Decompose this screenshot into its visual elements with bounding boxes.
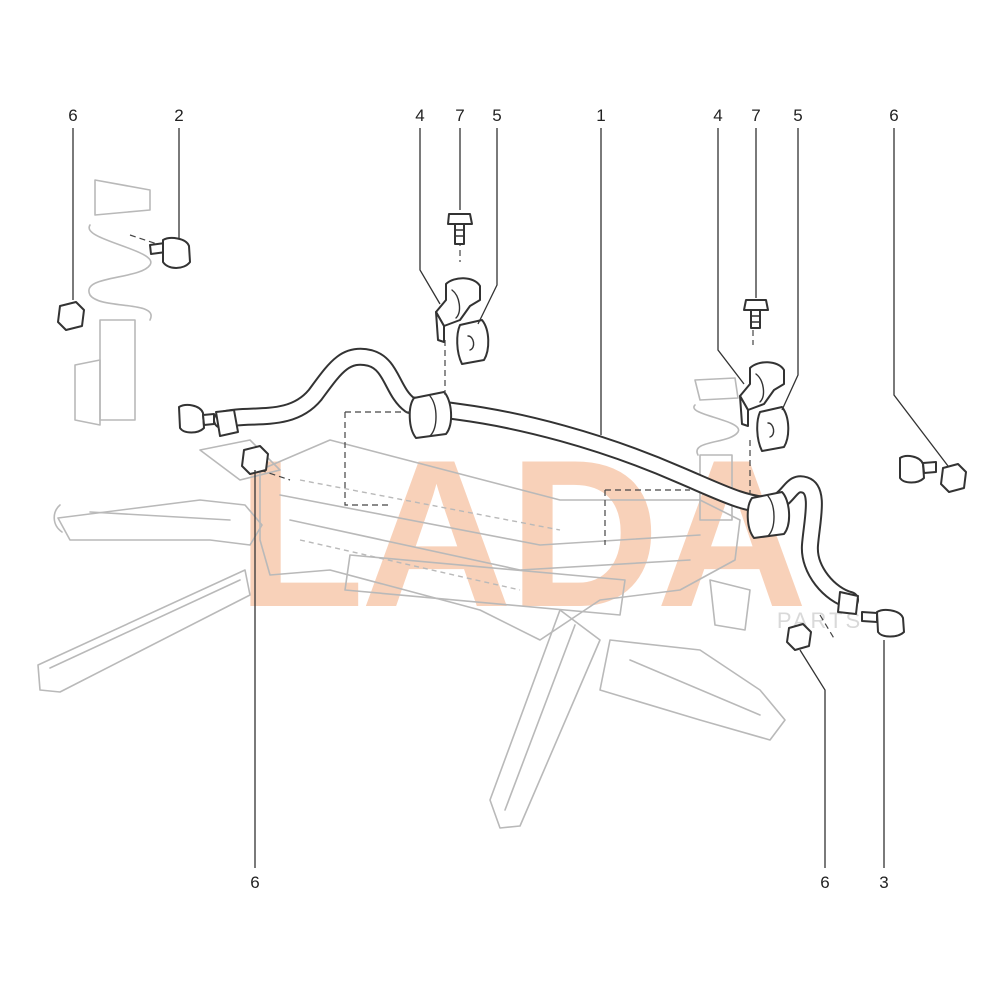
nut-top-right (940, 463, 967, 493)
stabilizer-link-left (149, 237, 215, 434)
ghost-subframe (37, 179, 786, 829)
anti-roll-bar (213, 347, 859, 615)
callout-6-bottom-right: 6 (820, 873, 830, 892)
bar-bushing-left (408, 391, 452, 439)
bolt-right (743, 299, 769, 329)
callout-2: 2 (174, 106, 184, 125)
callout-6-top-right: 6 (889, 106, 899, 125)
nut-bottom-left (241, 445, 269, 475)
callout-5-right: 5 (793, 106, 803, 125)
callout-3: 3 (879, 873, 889, 892)
callout-7-right: 7 (751, 106, 761, 125)
bar-bushing-right (746, 491, 790, 539)
callout-1: 1 (596, 106, 606, 125)
callout-4-left: 4 (415, 106, 425, 125)
callout-7-left: 7 (455, 106, 465, 125)
clamp-bracket-left (435, 277, 481, 343)
callout-4-right: 4 (713, 106, 723, 125)
nut-bottom-right (786, 623, 812, 651)
watermark-text: LADA (236, 416, 803, 651)
clamp-bracket-right (739, 361, 785, 427)
stabilizer-link-right (861, 455, 937, 638)
bar-cushion-left (456, 319, 490, 365)
callout-5-left: 5 (492, 106, 502, 125)
leader-lines (72, 128, 949, 868)
bolt-left (447, 213, 473, 245)
callout-6-top-left: 6 (68, 106, 78, 125)
callout-6-bottom-left: 6 (250, 873, 260, 892)
nut-top-left (57, 301, 85, 331)
bar-cushion-right (756, 406, 790, 452)
